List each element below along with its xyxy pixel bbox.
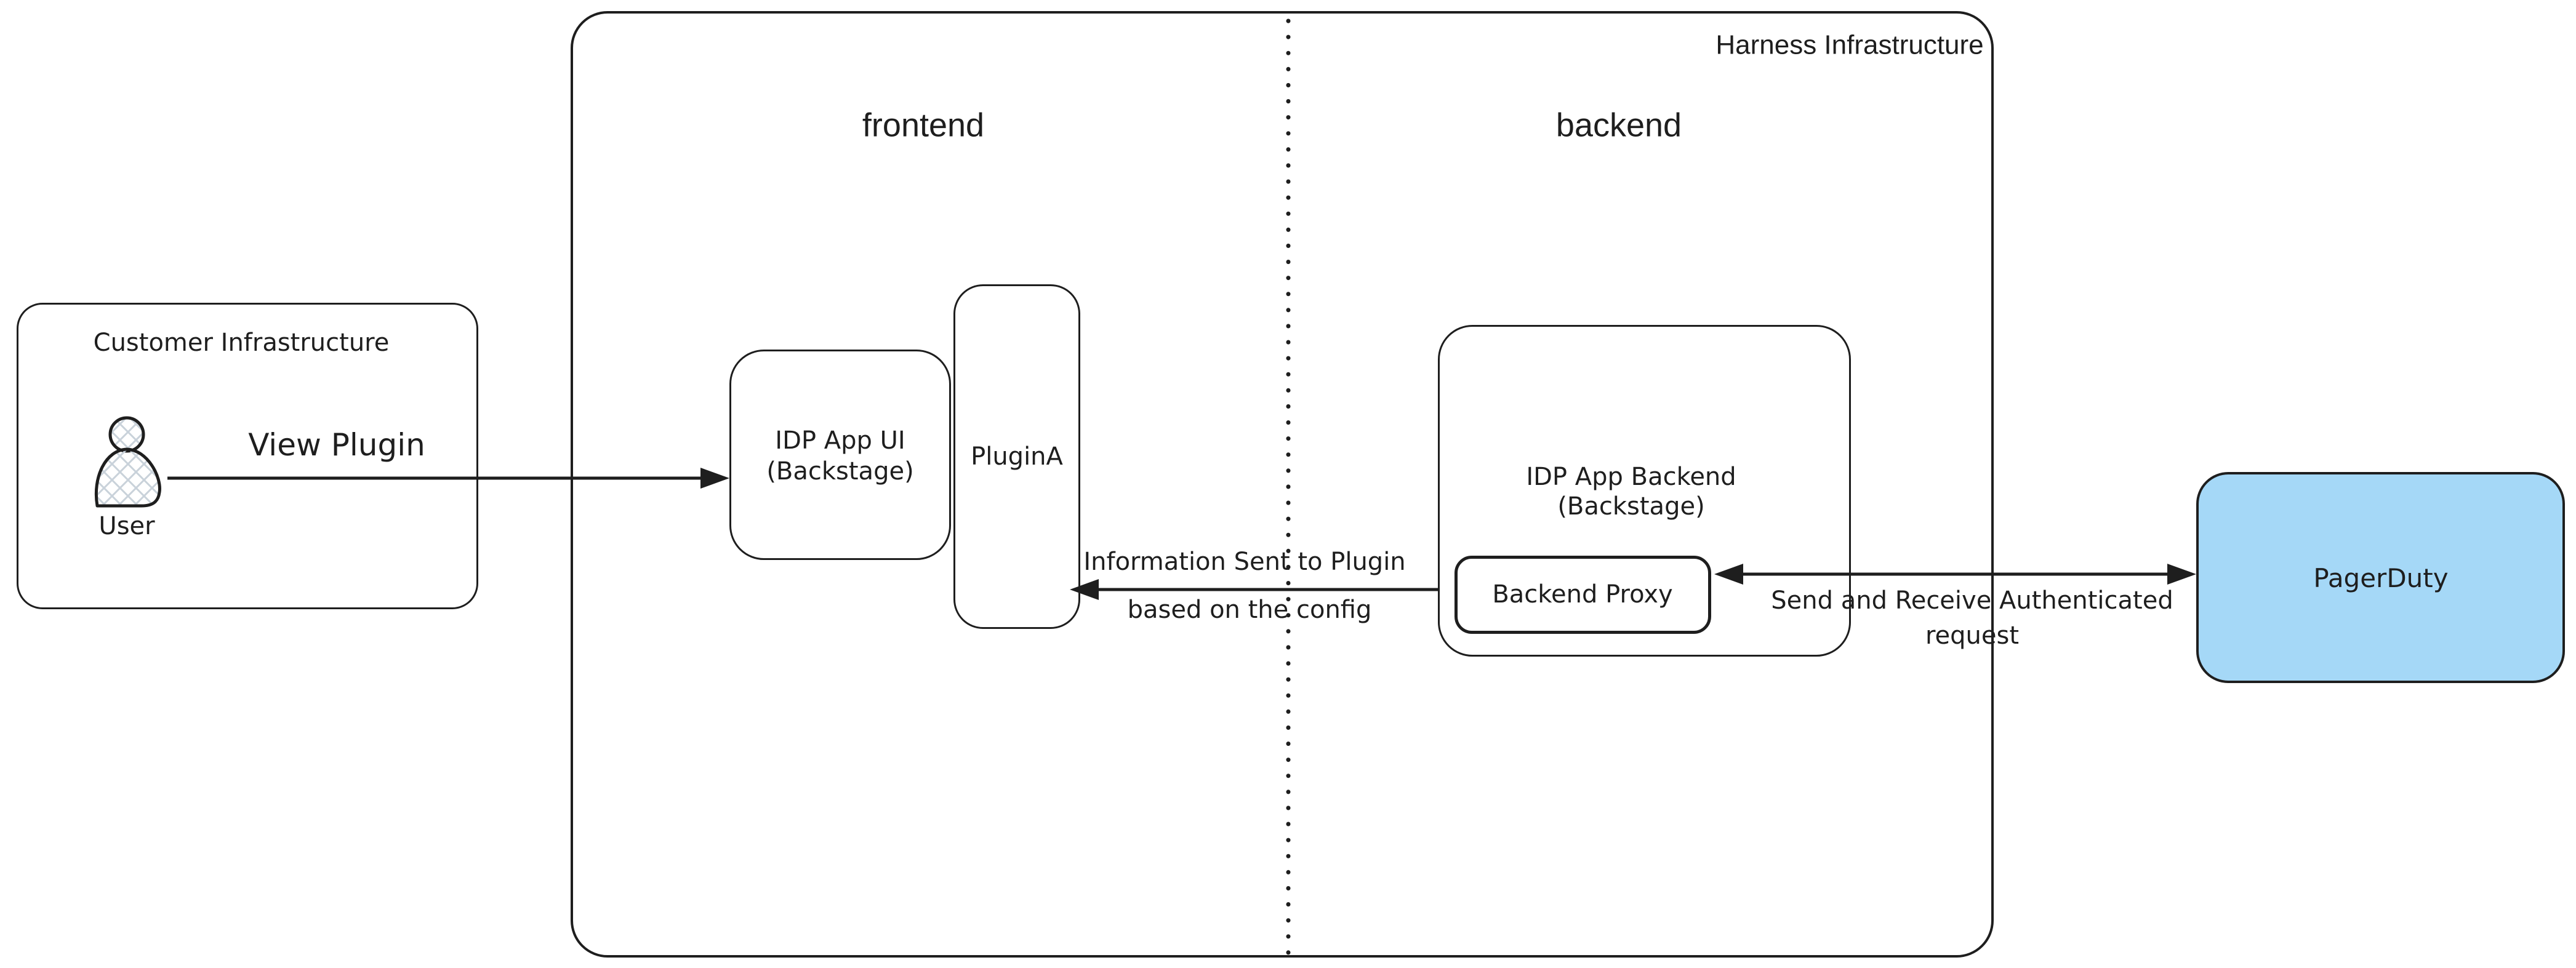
harness-infrastructure-title: Harness Infrastructure bbox=[1715, 30, 1984, 60]
idp-app-ui-label: IDP App UI (Backstage) bbox=[766, 425, 913, 487]
frontend-section-label: frontend bbox=[862, 106, 985, 144]
send-receive-arrow-label-line1: Send and Receive Authenticated bbox=[1771, 586, 2173, 615]
view-plugin-arrow-label: View Plugin bbox=[248, 427, 425, 463]
info-sent-arrow-label-line1: Information Sent to Plugin bbox=[1083, 548, 1406, 576]
view-plugin-arrow bbox=[167, 468, 729, 489]
plugin-a-box bbox=[953, 284, 1080, 629]
backend-proxy-label: Backend Proxy bbox=[1492, 580, 1673, 609]
backend-section-label: backend bbox=[1555, 106, 1682, 144]
backend-proxy-box bbox=[1455, 556, 1711, 634]
info-sent-arrow-label-line2: based on the config bbox=[1127, 596, 1372, 624]
pagerduty-box bbox=[2196, 472, 2565, 683]
idp-app-backend-label: IDP App Backend (Backstage) bbox=[1526, 462, 1736, 521]
idp-app-backend-label-line1: IDP App Backend bbox=[1526, 463, 1736, 491]
plugin-a-label: PluginA bbox=[971, 442, 1063, 471]
info-sent-arrow bbox=[1070, 579, 1438, 600]
send-receive-arrow bbox=[1714, 564, 2196, 585]
idp-app-backend-label-line2: (Backstage) bbox=[1557, 492, 1705, 521]
idp-app-ui-label-line2: (Backstage) bbox=[766, 457, 914, 486]
customer-infrastructure-title: Customer Infrastructure bbox=[93, 329, 390, 357]
user-icon bbox=[94, 416, 161, 508]
idp-app-ui-label-line1: IDP App UI bbox=[775, 426, 905, 455]
idp-app-ui-box bbox=[729, 350, 951, 560]
send-receive-arrow-label-line2: request bbox=[1925, 622, 2020, 650]
user-label: User bbox=[98, 512, 155, 540]
pagerduty-label: PagerDuty bbox=[2313, 562, 2449, 593]
customer-infrastructure-box bbox=[17, 303, 478, 609]
